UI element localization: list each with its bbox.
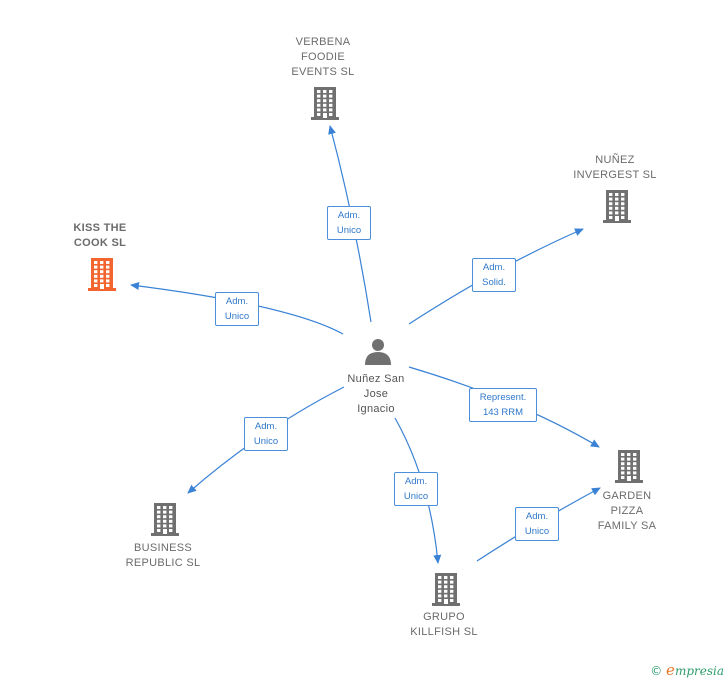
company-name-killfish[interactable]: GRUPO KILLFISH SL (410, 611, 478, 638)
brand-logo: © empresia (650, 661, 724, 679)
relation-label-killfish-garden[interactable]: Adm. Unico (515, 507, 559, 541)
company-name-kiss[interactable]: KISS THE COOK SL (73, 222, 127, 249)
relation-label-center-invergest[interactable]: Adm. Solid. (472, 258, 516, 292)
brand-first-letter: e (666, 661, 675, 679)
company-name-business[interactable]: BUSINESS REPUBLIC SL (125, 542, 201, 569)
brand-name: mpresia (674, 664, 724, 678)
relation-edge-kiss (130, 282, 344, 335)
building-icon-garden[interactable] (615, 450, 643, 483)
company-name-invergest[interactable]: NUÑEZ INVERGEST SL (573, 154, 657, 181)
relation-label-center-verbena[interactable]: Adm. Unico (327, 206, 371, 240)
relation-label-center-kiss[interactable]: Adm. Unico (215, 292, 259, 326)
building-icon-verbena[interactable] (311, 87, 339, 120)
company-name-garden[interactable]: GARDEN PIZZA FAMILY SA (597, 490, 657, 532)
copyright-symbol: © (650, 664, 663, 678)
building-icon-business[interactable] (151, 503, 179, 536)
relation-label-center-garden[interactable]: Represent. 143 RRM (469, 388, 537, 422)
relation-label-center-killfish[interactable]: Adm. Unico (394, 472, 438, 506)
company-name-verbena[interactable]: VERBENA FOODIE EVENTS SL (291, 36, 355, 78)
person-icon[interactable] (365, 339, 391, 365)
building-icon-kiss[interactable] (88, 258, 116, 291)
person-name[interactable]: Nuñez San Jose Ignacio (347, 373, 405, 415)
relation-label-center-business[interactable]: Adm. Unico (244, 417, 288, 451)
building-icon-invergest[interactable] (603, 190, 631, 223)
building-icon-killfish[interactable] (432, 573, 460, 606)
